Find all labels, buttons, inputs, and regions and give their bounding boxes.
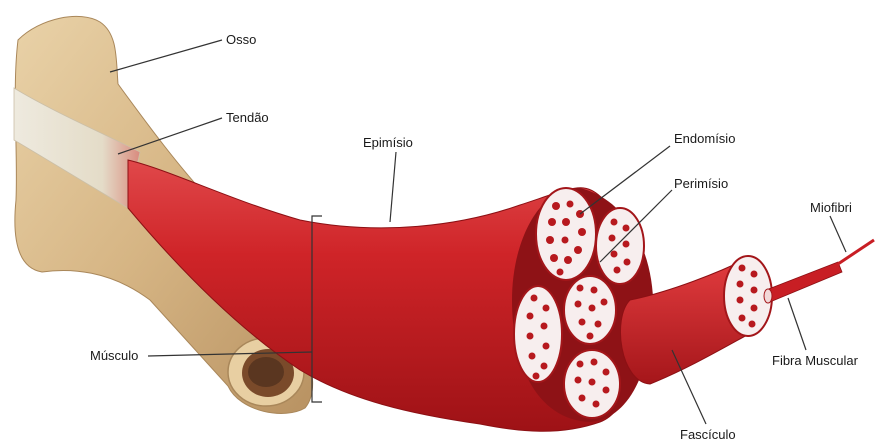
myofibril bbox=[838, 240, 874, 264]
label-fasciculo: Fascículo bbox=[680, 428, 736, 441]
label-fibra-muscular: Fibra Muscular bbox=[772, 354, 858, 367]
label-osso: Osso bbox=[226, 33, 256, 46]
fascicle-section bbox=[514, 286, 562, 382]
fascicle-section bbox=[536, 188, 596, 280]
label-musculo: Músculo bbox=[90, 349, 138, 362]
fascicle-section bbox=[564, 276, 616, 344]
fascicle-section bbox=[564, 350, 620, 418]
muscle-fiber bbox=[764, 262, 842, 303]
label-miofibri: Miofibri bbox=[810, 201, 852, 214]
label-epimisio: Epimísio bbox=[363, 136, 413, 149]
label-tendao: Tendão bbox=[226, 111, 269, 124]
label-perimisio: Perimísio bbox=[674, 177, 728, 190]
label-endomisio: Endomísio bbox=[674, 132, 735, 145]
fascicle-section bbox=[596, 208, 644, 284]
